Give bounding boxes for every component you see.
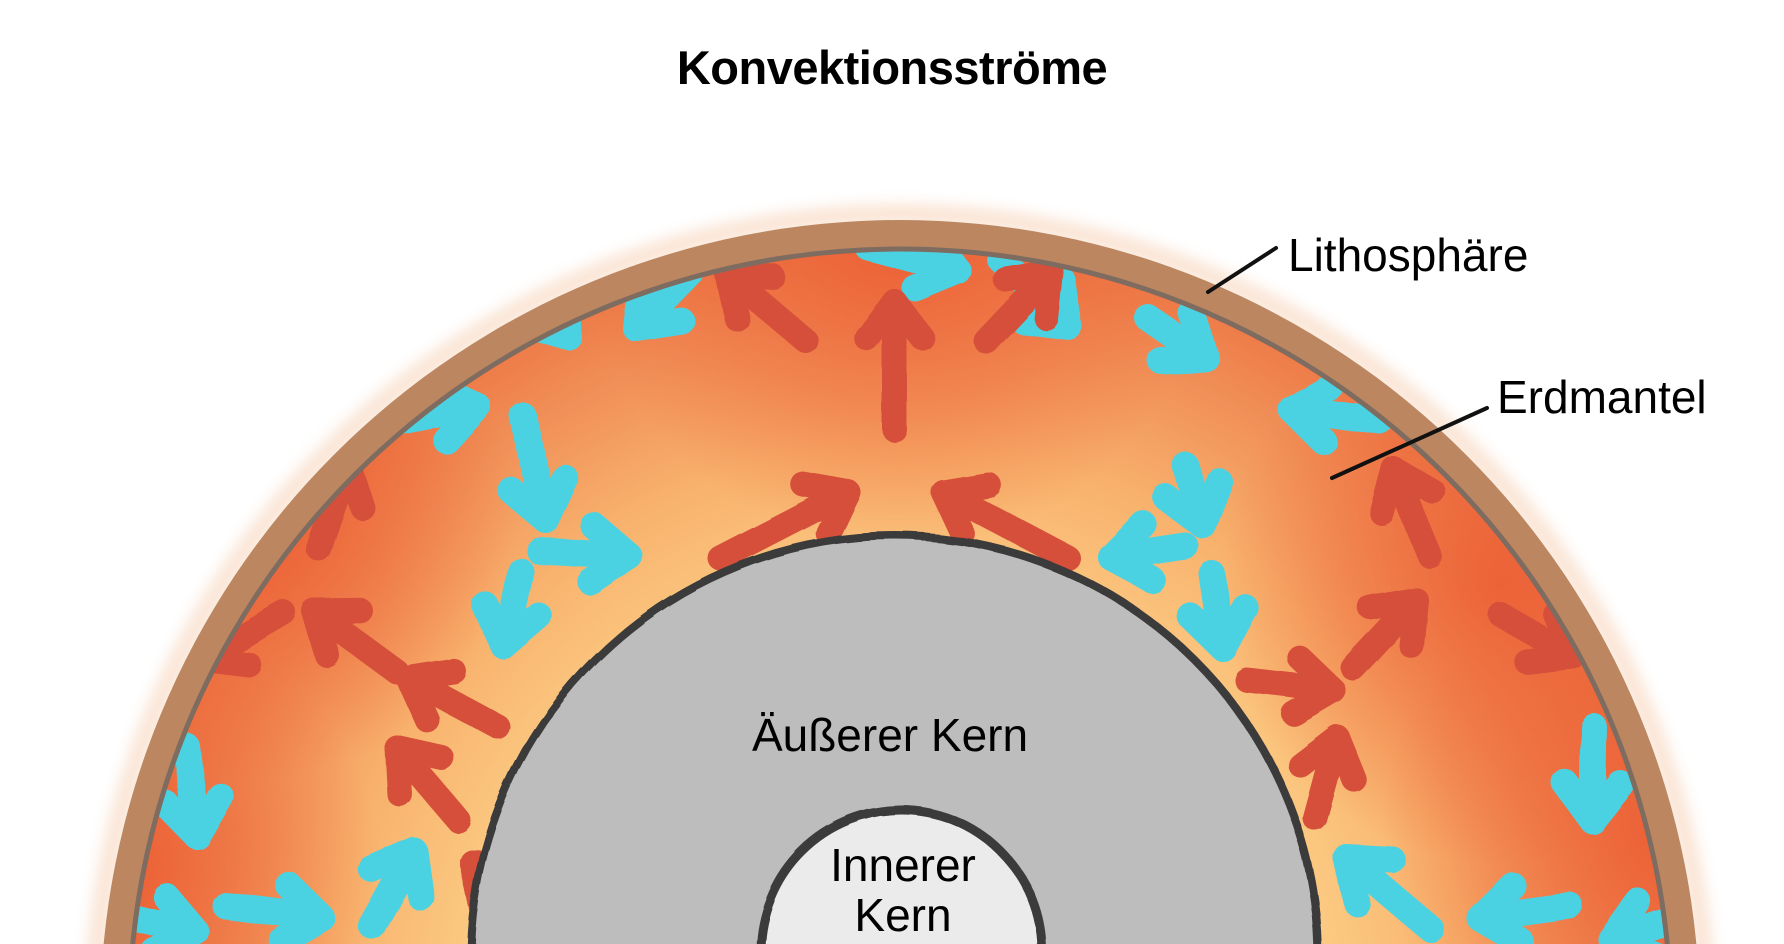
diagram-title: Konvektionsströme — [676, 41, 1108, 94]
cyan-sinking-arrow — [1332, 843, 1446, 944]
red-rising-arrow — [973, 259, 1064, 354]
red-rising-arrow — [930, 471, 1081, 571]
cyan-sinking-arrow — [1551, 713, 1635, 834]
red-rising-arrow — [1288, 724, 1367, 831]
outer-core-label: Äußerer Kern — [751, 709, 1029, 761]
outer-glow — [87, 204, 1713, 944]
cyan-sinking-arrow — [212, 872, 336, 944]
lithosphere-label: Lithosphäre — [1288, 229, 1529, 281]
red-rising-arrow — [395, 658, 510, 739]
cyan-sinking-arrow — [1176, 560, 1259, 662]
mantle-hotspot — [131, 610, 380, 944]
red-rising-arrow — [1340, 587, 1429, 681]
cyan-sinking-arrow — [131, 883, 210, 944]
red-rising-arrow — [1369, 456, 1447, 569]
cyan-sinking-arrow — [1097, 510, 1199, 593]
cyan-sinking-arrow — [151, 732, 234, 850]
mantle-pointer — [1330, 406, 1489, 480]
inner-core-label-line2: Kern — [854, 889, 952, 941]
cyan-sinking-arrow — [1466, 872, 1584, 944]
cyan-sinking-arrow — [358, 837, 434, 940]
cyan-sinking-arrow — [854, 251, 972, 302]
inner-core-label: Innerer Kern — [830, 840, 976, 940]
cyan-sinking-arrow — [497, 402, 579, 534]
crust-mantle-boundary-line — [130, 246, 1670, 944]
inner-core-circle — [755, 805, 1047, 944]
cyan-sinking-arrow — [1133, 300, 1220, 374]
mantle-label: Erdmantel — [1497, 371, 1707, 423]
red-rising-arrow — [714, 261, 819, 354]
cyan-sinking-arrow — [526, 512, 643, 596]
red-rising-arrow — [707, 471, 861, 571]
mantle-hotspot — [588, 251, 1208, 550]
red-rising-arrow — [854, 289, 936, 443]
label-pointer-lines — [1206, 246, 1489, 480]
lithosphere-pointer — [1206, 246, 1278, 294]
inner-core-label-line1: Innerer — [830, 839, 976, 891]
outer-core-circle — [467, 532, 1323, 944]
cyan-sinking-arrow — [1277, 372, 1394, 455]
cyan-sinking-arrow — [1598, 888, 1669, 944]
red-rising-arrow — [1234, 645, 1346, 726]
red-rising-arrow — [384, 735, 471, 833]
cyan-sinking-arrow — [470, 557, 553, 660]
cyan-sinking-arrow — [1152, 452, 1234, 539]
red-rising-arrow — [301, 597, 410, 685]
